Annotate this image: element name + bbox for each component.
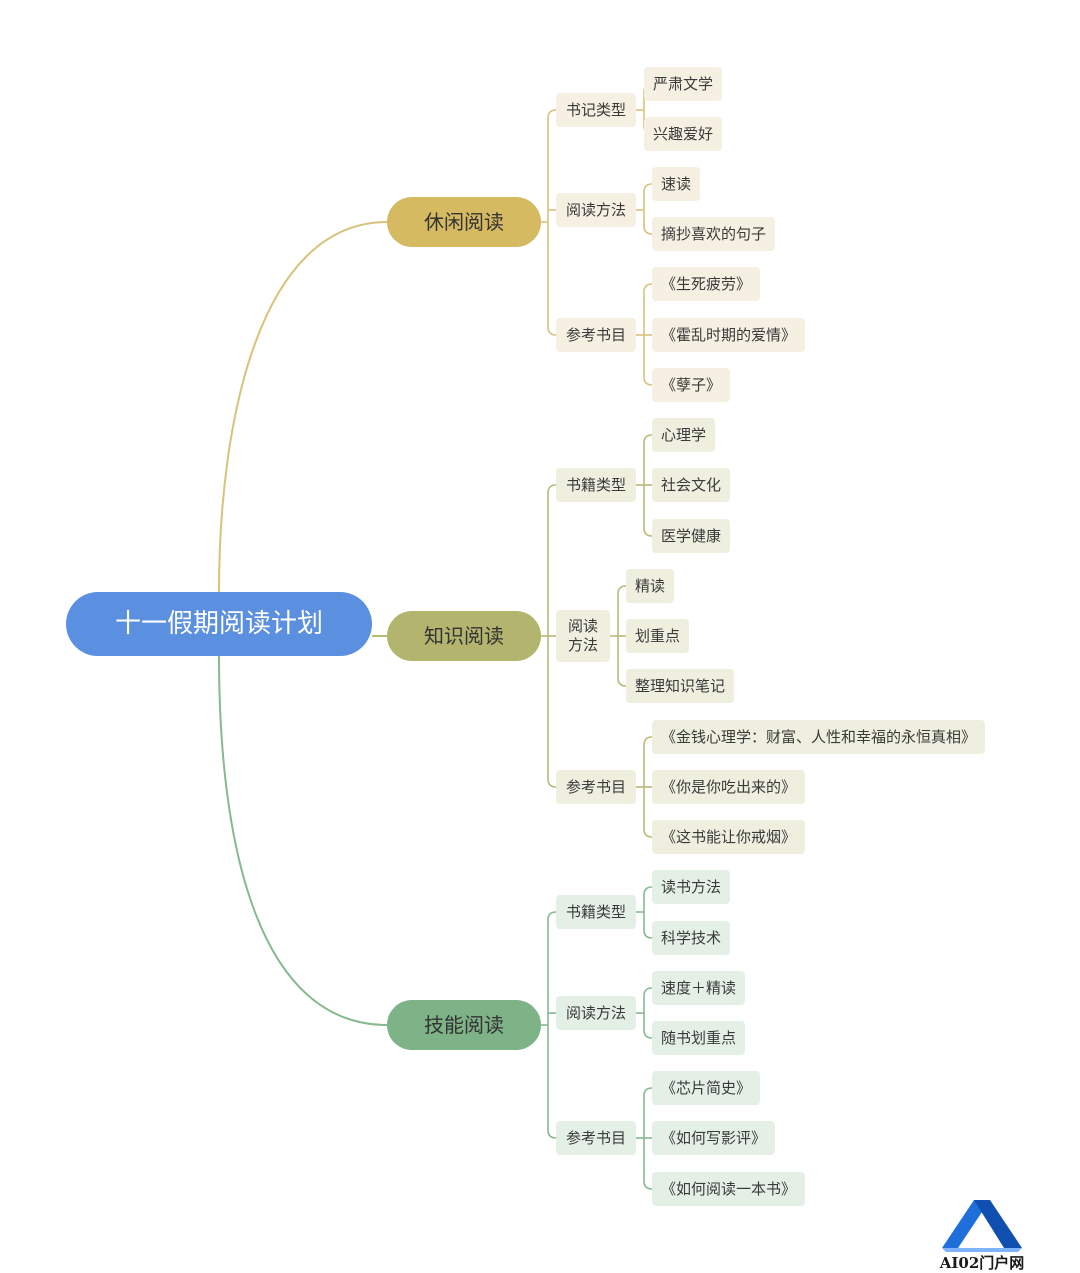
mountain-logo-icon [942,1200,1022,1252]
leaf-node[interactable]: 读书方法 [652,870,731,904]
branch-skill-reading[interactable]: 技能阅读 [387,1000,541,1050]
subtopic-reading-method[interactable]: 阅读方法 [556,996,636,1030]
leaf-node[interactable]: 精读 [626,569,675,603]
leaf-book[interactable]: 《你是你吃出来的》 [652,770,806,804]
leaf-node[interactable]: 社会文化 [652,468,731,502]
leaf-book[interactable]: 《如何阅读一本书》 [652,1172,806,1206]
leaf-node[interactable]: 兴趣爱好 [644,117,723,151]
leaf-node[interactable]: 心理学 [652,418,716,452]
subtopic-reading-method[interactable]: 阅读方法 [556,610,610,662]
subtopic-reference-books[interactable]: 参考书目 [556,1121,636,1155]
branch-knowledge-reading[interactable]: 知识阅读 [387,611,541,661]
watermark-text: AI02门户网 [939,1254,1025,1272]
link-root-branch-1 [218,221,388,593]
subtopic-reading-method[interactable]: 阅读方法 [556,193,636,227]
leaf-book[interactable]: 《金钱心理学：财富、人性和幸福的永恒真相》 [652,720,986,754]
subtopic-reference-books[interactable]: 参考书目 [556,770,636,804]
leaf-node[interactable]: 随书划重点 [652,1021,746,1055]
leaf-book[interactable]: 《霍乱时期的爱情》 [652,318,806,352]
subtopic-reference-books[interactable]: 参考书目 [556,318,636,352]
leaf-node[interactable]: 摘抄喜欢的句子 [652,217,776,251]
leaf-book[interactable]: 《孽子》 [652,368,731,402]
leaf-node[interactable]: 严肃文学 [644,67,723,101]
leaf-node[interactable]: 整理知识笔记 [626,669,735,703]
leaf-node[interactable]: 划重点 [626,619,690,653]
branch-leisure-reading[interactable]: 休闲阅读 [387,197,541,247]
leaf-node[interactable]: 速读 [652,167,701,201]
subtopic-book-type[interactable]: 书籍类型 [556,468,636,502]
leaf-node[interactable]: 速度＋精读 [652,971,746,1005]
leaf-book[interactable]: 《这书能让你戒烟》 [652,820,806,854]
root-node[interactable]: 十一假期阅读计划 [66,592,372,656]
subtopic-book-type[interactable]: 书记类型 [556,93,636,127]
leaf-book[interactable]: 《芯片简史》 [652,1071,761,1105]
leaf-book[interactable]: 《如何写影评》 [652,1121,776,1155]
leaf-node[interactable]: 医学健康 [652,519,731,553]
leaf-book[interactable]: 《生死疲劳》 [652,267,761,301]
link-root-branch-3 [218,655,388,1026]
subtopic-book-type[interactable]: 书籍类型 [556,895,636,929]
leaf-node[interactable]: 科学技术 [652,921,731,955]
